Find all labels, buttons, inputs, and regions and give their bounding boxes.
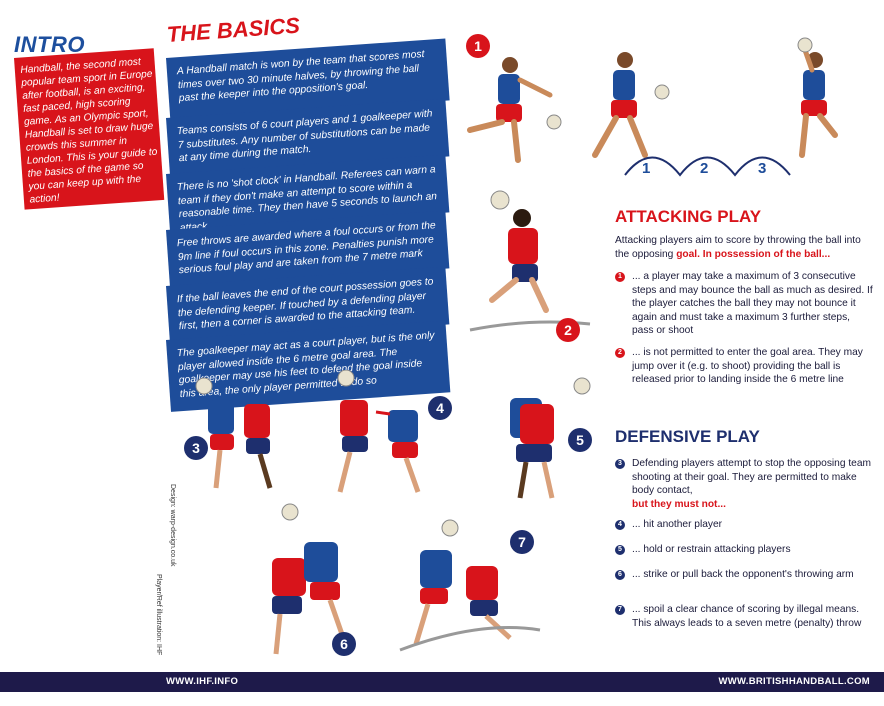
player-pair [195,377,273,489]
basics-title: THE BASICS [166,12,301,47]
ihf-link[interactable]: WWW.IHF.INFO [166,676,239,687]
illustration-number-7: 7 [510,530,534,554]
defensive-intro-text: Defending players attempt to stop the op… [632,458,871,496]
attacking-intro: Attacking players aim to score by throwi… [615,234,870,261]
rule-text: ... hold or restrain attacking players [632,544,791,555]
rule-number-badge: 1 [615,272,625,282]
attacking-play-title: ATTACKING PLAY [615,207,762,226]
rule-number-badge: 2 [615,348,625,358]
intro-text: Handball, the second most popular team s… [20,56,158,206]
rule-text: ... spoil a clear chance of scoring by i… [632,604,862,629]
defensive-intro: 3 Defending players attempt to stop the … [615,457,873,511]
rule-number-badge: 5 [615,545,625,555]
illustration-credit: Player/Ref illustration: IHF [155,574,162,656]
attacking-rule-1: 1 ... a player may take a maximum of 3 c… [615,270,873,338]
defensive-fouls-illustration [195,370,591,655]
design-credit: Design: warp-design.co.uk [169,484,176,567]
rule-text: ... strike or pull back the opponent's t… [632,569,854,580]
player-figure [467,57,562,163]
rule-text: ... hit another player [632,519,723,530]
illustration-number-6: 6 [332,632,356,656]
basics-panel: A Handball match is won by the team that… [166,38,451,412]
footer-bar: WWW.IHF.INFO WWW.BRITISHHANDBALL.COM [0,672,884,692]
defensive-play-title: DEFENSIVE PLAY [615,427,760,446]
attacking-rule-2: 2 ... is not permitted to enter the goal… [615,346,873,387]
player-figure [797,37,838,158]
player-pair [399,519,541,652]
rule-text: ... is not permitted to enter the goal a… [632,347,863,385]
defensive-rule-6: 6 ... strike or pull back the opponent's… [615,568,873,582]
player-pair [272,503,347,655]
rule-text: ... a player may take a maximum of 3 con… [632,271,873,336]
illustration-number-2: 2 [556,318,580,342]
step-label: 1 [642,160,651,177]
attack-sequence-illustration [467,37,838,177]
illustration-number-1: 1 [466,34,490,58]
player-pair [337,370,421,493]
illustration-number-4: 4 [428,396,452,420]
rule-number-badge: 7 [615,605,625,615]
attacking-intro-highlight: goal. In possession of the ball... [676,248,831,260]
defensive-rule-4: 4 ... hit another player [615,518,873,532]
defensive-rule-5: 5 ... hold or restrain attacking players [615,543,873,557]
illustration-number-5: 5 [568,428,592,452]
player-pair [510,377,591,499]
step-label: 3 [758,160,767,177]
rule-number-badge: 6 [615,570,625,580]
defensive-intro-highlight: but they must not... [632,498,726,510]
goal-area-jump-illustration [469,190,591,332]
british-handball-link[interactable]: WWW.BRITISHHANDBALL.COM [718,676,870,687]
attacking-intro-text: Attacking players aim to score by throwi… [615,235,861,260]
illustration-number-3: 3 [184,436,208,460]
player-figure [592,52,670,158]
step-label: 2 [700,160,709,177]
rule-number-badge: 4 [615,520,625,530]
rule-number-badge: 3 [615,459,625,469]
defensive-rule-7: 7 ... spoil a clear chance of scoring by… [615,603,873,630]
